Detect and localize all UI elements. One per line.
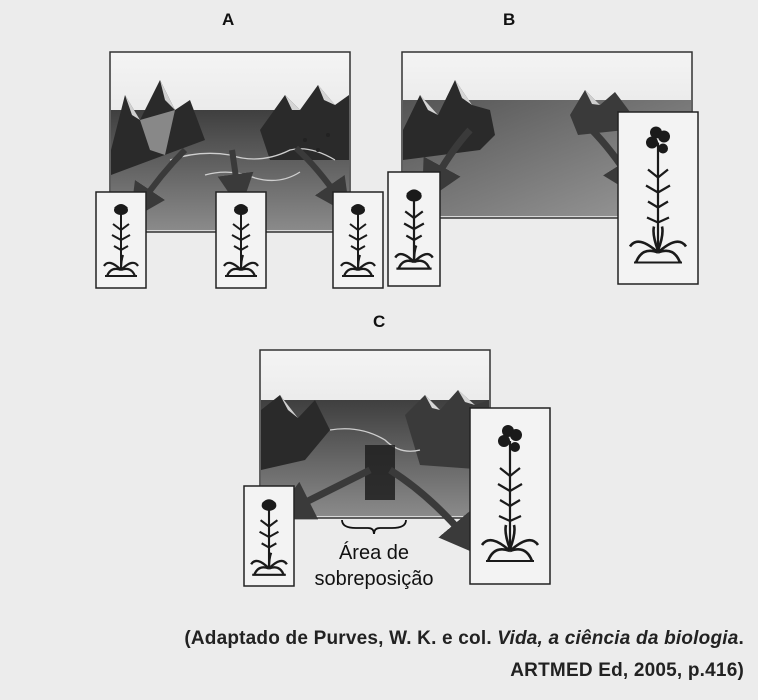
panel-b (387, 51, 699, 287)
panel-label-a: A (222, 10, 235, 29)
overlap-area-label: Área de sobreposição (294, 540, 454, 592)
caption-suffix: . (738, 628, 744, 649)
overlap-bracket (341, 519, 407, 535)
panel-label-b: B (503, 10, 516, 29)
overlap-label-line2: sobreposição (314, 568, 434, 590)
panel-label-c: C (373, 312, 386, 331)
panel-a (95, 51, 384, 289)
caption-line1: (Adaptado de Purves, W. K. e col. Vida, … (184, 628, 744, 650)
caption-book-title: Vida, a ciência da biologia (497, 628, 739, 649)
caption-line2: ARTMED Ed, 2005, p.416) (510, 660, 744, 681)
caption-prefix: (Adaptado de Purves, W. K. e col. (184, 628, 498, 649)
overlap-label-line1: Área de (338, 542, 410, 564)
panel-c (243, 349, 551, 587)
figure-caption: (Adaptado de Purves, W. K. e col. Vida, … (184, 628, 744, 682)
plant-box-c2 (469, 407, 551, 585)
